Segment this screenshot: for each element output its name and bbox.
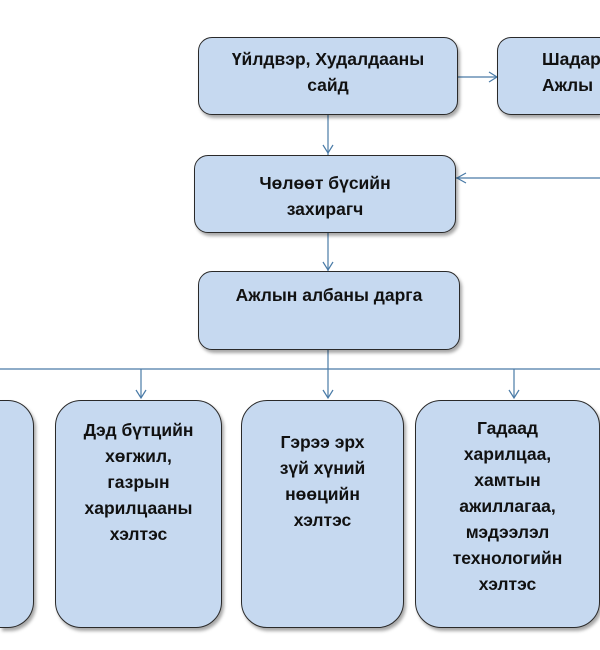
- node-label: Чөлөөт бүсийн захирагч: [259, 173, 391, 219]
- node-infrastructure: Дэд бүтцийн хөгжил, газрын харилцааны хэ…: [55, 400, 222, 628]
- node-label: Шадар Ажлы: [542, 49, 600, 95]
- node-right-top: Шадар Ажлы: [497, 37, 600, 115]
- node-governor: Чөлөөт бүсийн захирагч: [194, 155, 456, 233]
- node-label: Гэрээ эрх зүй хүний нөөцийн хэлтэс: [279, 432, 366, 530]
- node-minister: Үйлдвэр, Худалдааны сайд: [198, 37, 458, 115]
- node-foreign-it: Гадаад харилцаа, хамтын ажиллагаа, мэдээ…: [415, 400, 600, 628]
- node-label: Ажлын албаны дарга: [235, 285, 423, 305]
- node-label: Үйлдвэр, Худалдааны сайд: [231, 49, 425, 95]
- node-office-head: Ажлын албаны дарга: [198, 271, 460, 350]
- node-label: Дэд бүтцийн хөгжил, газрын харилцааны хэ…: [83, 420, 194, 544]
- node-contracts-hr: Гэрээ эрх зүй хүний нөөцийн хэлтэс: [241, 400, 404, 628]
- node-left-partial: [0, 400, 34, 628]
- node-label: Гадаад харилцаа, хамтын ажиллагаа, мэдээ…: [452, 418, 563, 594]
